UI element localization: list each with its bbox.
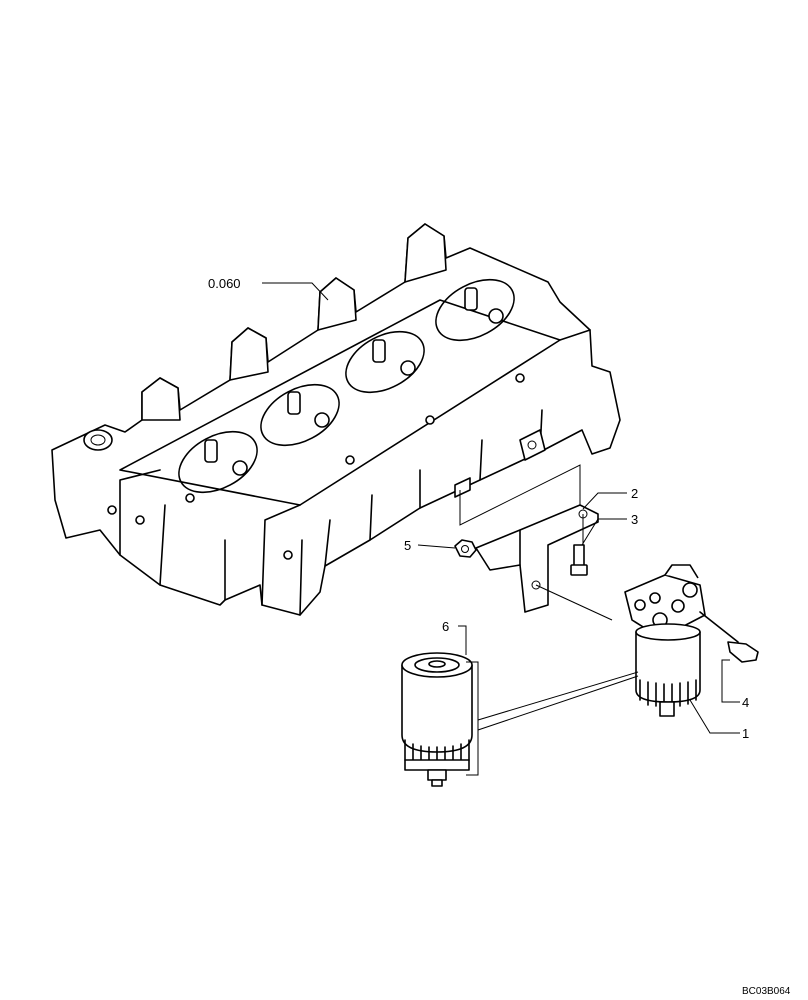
fuel-filter-assembly (624, 564, 706, 717)
filter-element (401, 652, 473, 787)
cylinder-head (51, 223, 621, 616)
callout-5: 5 (404, 538, 411, 553)
callout-4: 4 (742, 695, 749, 710)
long-bolt (699, 611, 759, 663)
callout-2: 2 (631, 486, 638, 501)
callout-6: 6 (442, 619, 449, 634)
callout-ref-head: 0.060 (208, 276, 241, 291)
drawing-code: BC03B064 (742, 986, 791, 997)
bolt (570, 544, 588, 576)
nut (454, 539, 477, 558)
mounting-bracket (475, 504, 599, 613)
callout-1: 1 (742, 726, 749, 741)
leader-lines (262, 282, 740, 776)
callout-3: 3 (631, 512, 638, 527)
